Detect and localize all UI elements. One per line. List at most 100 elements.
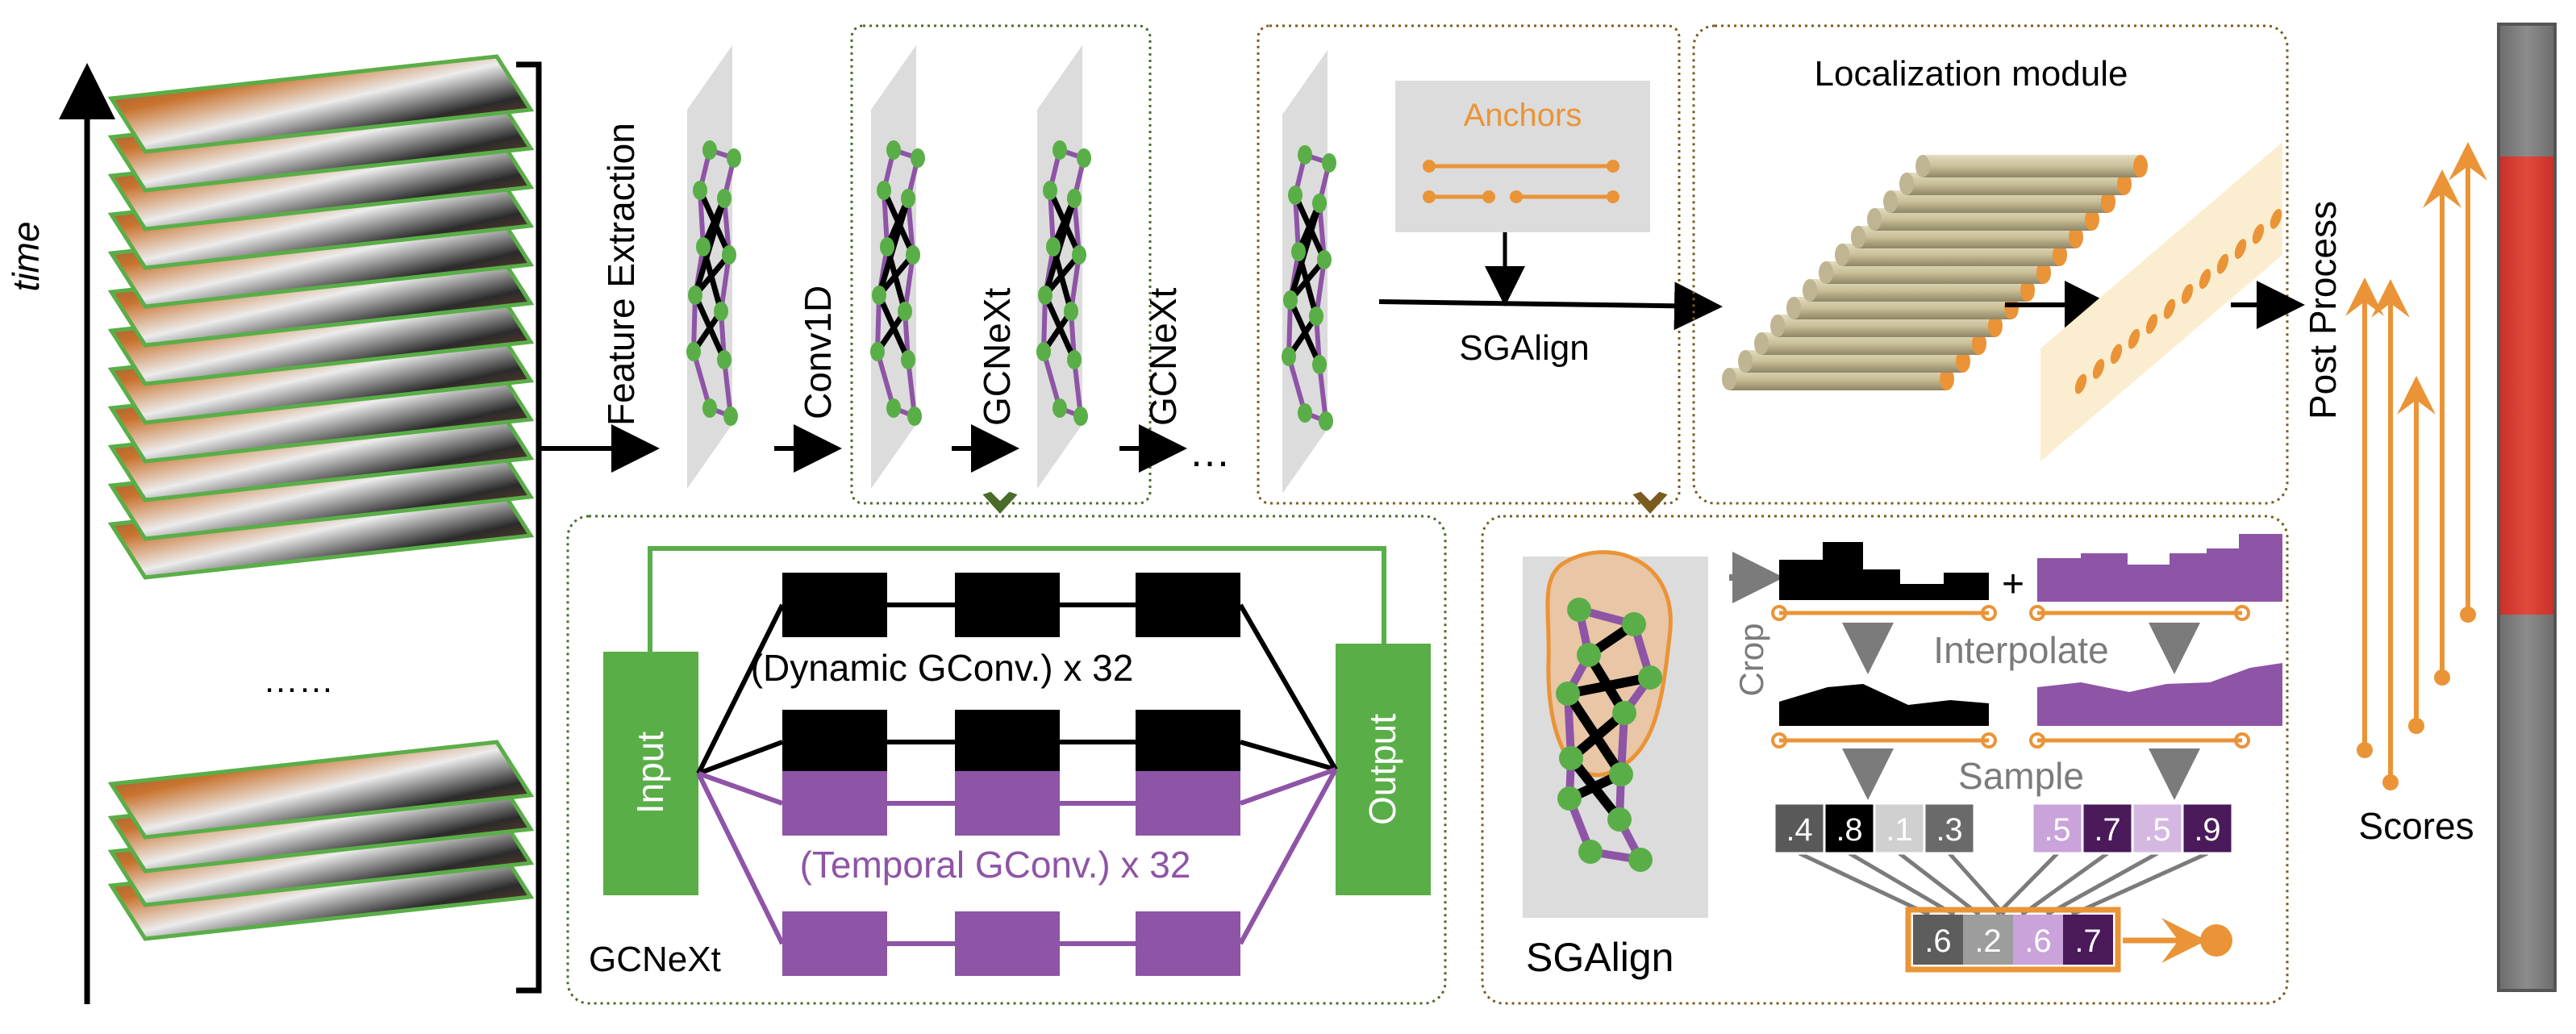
- purple-span-2-end: [2234, 732, 2250, 748]
- graph-node: [1046, 237, 1061, 256]
- purple-span-end: [2234, 605, 2250, 621]
- black-feature-histogram: [1779, 542, 1989, 600]
- graph-panel-4: [1282, 50, 1336, 494]
- output-sample-value: .7: [2074, 924, 2101, 959]
- anchors-label: Anchors: [1464, 98, 1582, 133]
- output-cells-frame: [1905, 907, 2121, 973]
- confidence-dot: [2181, 284, 2194, 304]
- graph-edge-black: [877, 252, 915, 298]
- graph-edge-black: [1288, 257, 1327, 302]
- gconv-edge: [1238, 768, 1338, 945]
- arrow-to-localization: [1378, 281, 1723, 331]
- graph-node: [1622, 612, 1646, 636]
- graph-node: [1578, 840, 1603, 864]
- dynamic-gconv-block: [1136, 710, 1240, 774]
- graph-edge-black: [1566, 673, 1652, 698]
- cylinder-end: [2020, 279, 2035, 302]
- temporal-gconv-block: [955, 911, 1060, 976]
- graph-node: [1052, 140, 1067, 160]
- black-sample-cell: [1923, 802, 1976, 855]
- graph-node: [1607, 807, 1632, 832]
- confidence-dot: [2092, 359, 2105, 379]
- cylinder-start: [1867, 208, 1882, 231]
- graph-node: [886, 398, 901, 418]
- output-sample-cells: .6.2.6.7: [1905, 907, 2121, 973]
- confidence-dot: [2074, 373, 2087, 394]
- temporal-gconv-block: [782, 911, 887, 976]
- time-label: time: [5, 222, 47, 292]
- sample-edge: [2070, 851, 2209, 917]
- graph-node: [1077, 148, 1091, 168]
- sample-edge: [1995, 852, 2059, 916]
- graph-node: [1283, 290, 1298, 310]
- graph-node: [1052, 398, 1067, 418]
- purple-span-start: [2029, 605, 2045, 621]
- output-label: Output: [1361, 714, 1403, 825]
- cylinder-end: [2133, 155, 2148, 177]
- graph-node: [1628, 848, 1653, 872]
- purple-sample-cells: .5.7.5.9: [2031, 802, 2234, 855]
- sgalign-block-title: SGAlign: [1526, 935, 1674, 980]
- graph-node: [1312, 355, 1327, 374]
- graph-node: [901, 350, 915, 369]
- black-span-end: [1981, 605, 1997, 621]
- dynamic-gconv-block: [955, 710, 1060, 774]
- confidence-dot: [2145, 314, 2158, 334]
- purple-sample-value: .5: [2144, 812, 2170, 848]
- graph-node: [1298, 145, 1312, 165]
- output-sample-cell: [1963, 915, 2013, 965]
- graph-node: [693, 181, 707, 200]
- proposal-cylinder: [1923, 155, 2140, 177]
- cylinder-start: [1754, 332, 1769, 355]
- black-sample-value: .3: [1936, 812, 1962, 848]
- frames-ellipsis: ……: [263, 661, 334, 700]
- graph-node: [717, 350, 732, 369]
- cylinder-end: [2101, 190, 2115, 213]
- output-node: [2200, 924, 2232, 957]
- graph-node: [714, 302, 728, 321]
- gconv-edge: [696, 772, 785, 945]
- graph-node: [1559, 746, 1583, 770]
- post-process-label: Post Process: [2302, 201, 2344, 419]
- confidence-dot: [2163, 298, 2176, 319]
- video-frame-stack-top: [107, 54, 535, 580]
- cylinder-start: [1915, 155, 1930, 177]
- confidence-dot: [2128, 328, 2140, 349]
- cylinder-end: [2085, 208, 2099, 231]
- sample-edge: [1798, 851, 1931, 917]
- graph-node: [1557, 786, 1582, 811]
- graph-node: [1288, 186, 1303, 205]
- graph-panel-1: [686, 45, 741, 489]
- cylinder-end: [2069, 226, 2083, 248]
- graph-node: [906, 245, 920, 265]
- black-sample-cells: .4.8.1.3: [1773, 802, 1976, 855]
- graph-node: [702, 398, 717, 418]
- confidence-dot: [2216, 253, 2229, 274]
- graph-node: [907, 407, 922, 426]
- output-sample-cell: [1913, 915, 1963, 965]
- purple-sample-value: .7: [2094, 812, 2120, 848]
- output-sample-value: .6: [1924, 924, 1951, 959]
- dynamic-gconv-block: [782, 710, 887, 774]
- graph-node: [686, 342, 701, 361]
- black-sample-cell: [1773, 802, 1826, 855]
- graph-edge-purple: [875, 351, 896, 409]
- pipeline-ellipsis: …: [1189, 429, 1231, 476]
- black-interpolated-curve: [1779, 684, 1989, 726]
- localization-proposal-cylinders: [1722, 155, 2148, 390]
- sample-connections: [1798, 851, 2209, 917]
- graph-node: [1291, 242, 1306, 261]
- temporal-gconv-block: [955, 771, 1060, 836]
- cylinder-start: [1770, 315, 1785, 337]
- graph-node: [727, 148, 741, 168]
- localization-module-frame: [1692, 24, 2289, 505]
- cylinder-start: [1722, 368, 1736, 390]
- output-sample-cell: [2013, 915, 2063, 965]
- graph-edge-black: [1043, 252, 1082, 298]
- video-frame: [107, 54, 535, 154]
- temporal-gconv-block: [1136, 911, 1240, 976]
- gcnext-label-1: GCNeXt: [976, 288, 1018, 426]
- cylinder-start: [1819, 261, 1833, 284]
- graph-node: [1309, 306, 1323, 326]
- cylinder-end: [2036, 261, 2051, 284]
